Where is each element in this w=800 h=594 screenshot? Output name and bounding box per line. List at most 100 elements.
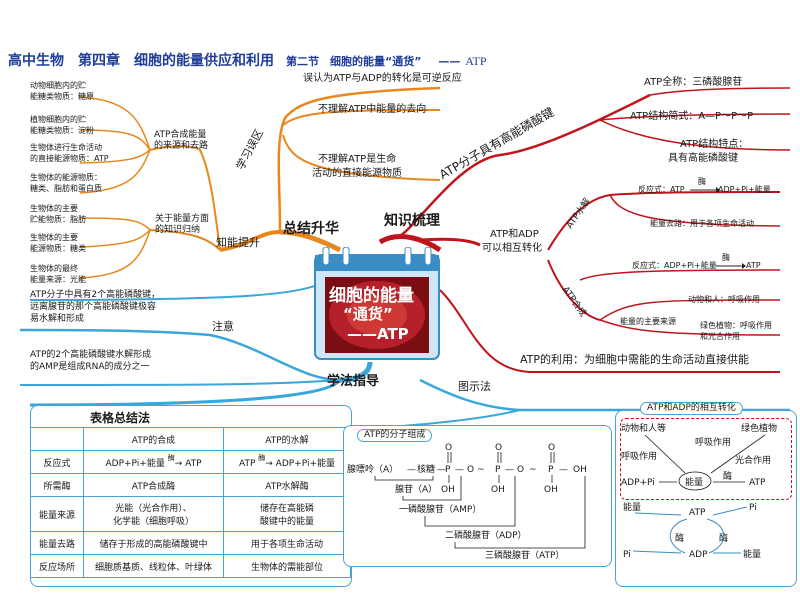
kn-plant-1: 绿色植物：呼吸作用 [700,321,772,330]
kb-item-7a: 生物体的最终 [30,264,78,273]
syn-arrow-icon [716,263,746,269]
table-row: 反应式 ADP+Pi+能量 酶→ ATP ATP 酶→ ADP+Pi+能量 [30,450,351,474]
o-top-1: O [445,443,452,453]
energy-hyd-line1: 储存在高能磷 [259,504,314,514]
table-title: 表格总结法 [90,411,151,425]
kn-interconvert-2: 可以相互转化 [482,243,542,254]
table-syn-reactants: ADP+Pi+能量 [105,458,165,469]
summary-table: ATP的合成 ATP的水解 反应式 ADP+Pi+能量 酶→ ATP ATP 酶… [30,427,351,578]
kn-syn-source: 能量的主要来源 [620,317,676,326]
kn-hyd-eq: 反应式：ATP [638,185,685,194]
table-syn-product: ATP [185,458,202,469]
o-top-2: O [495,443,502,453]
energy-source-line2: 化学能（细胞呼吸） [112,517,194,527]
atp-synth-label-1: ATP合成能量 [154,130,207,140]
kb-item-3a: 生物体进行生命活动 [30,143,102,152]
kb-item-1b: 能糖类物质：糖原 [30,92,94,101]
atp-mol-label: 三磷酸腺苷（ATP） [485,549,564,561]
table-cell: 光能（光合作用）、 化学能（细胞呼吸） [83,496,224,532]
note2-line1: ATP的2个高能磷酸键水解形成 [30,350,152,360]
table-row: 反应场所 细胞质基质、线粒体、叶绿体 生物体的需能部位 [30,554,351,578]
cycle-panel [615,410,797,587]
cycle-atp: ATP [749,478,766,488]
calendar-icon [314,246,440,360]
cycle-energy-in: 能量 [623,501,641,513]
p-1: P [445,465,451,475]
dash-3: — [455,465,464,475]
kb-item-1a: 动物细胞内的贮 [30,81,86,90]
ribose-label: 核糖 [417,463,435,475]
cycle-top-box [620,418,792,500]
oh-3: OH [544,485,558,495]
table-cell: ATP水解酶 [223,473,351,497]
energy-source-line1: 光能（光合作用）、 [115,504,192,514]
kn-syn-enzyme: 酶 [722,253,730,262]
hyd-arrow-icon [690,187,720,193]
molecule-title: ATP的分子组成 [357,429,433,442]
adenine-label: 腺嘌呤（A） [347,463,398,475]
table-cell: 能量来源 [30,496,84,532]
cycle-enz-left: 酶 [675,532,684,544]
table-syn-enzyme: 酶 [167,453,175,462]
kn-syn-eq: 反应式：ADP+Pi+能量 [632,261,717,270]
kb-item-3b: 的直接能源物质：ATP [30,154,109,163]
cycle-animal: 动物和人等 [621,422,666,434]
cycle-energy-out: 能量 [743,548,761,560]
table-row: 能量来源 光能（光合作用）、 化学能（细胞呼吸） 储存在高能磷 酸键中的能量 [30,496,351,532]
cycle-pi1: Pi [749,503,757,513]
o-bridge-1: O [467,465,474,475]
kn-animal: 动物和人：呼吸作用 [688,295,760,304]
adenosine-label: 腺苷（A） [395,483,437,495]
title-dash: —— [438,55,461,68]
table-cell: 储存于形成的高能磷酸键中 [83,531,224,555]
oh-end: OH [573,465,587,475]
table-cell: ADP+Pi+能量 酶→ ATP [83,450,224,474]
note1-line1: ATP分子中具有2个高能磷酸键， [30,290,161,300]
mistake-3a: 不理解ATP是生命 [318,154,397,165]
table-header-cell: ATP的水解 [223,427,351,451]
cycle-photo: 光合作用 [735,454,771,466]
cycle-pi2: Pi [623,550,631,560]
kb-item-6b: 能源物质：糖类 [30,244,86,253]
note2-line2: 的AMP是组成RNA的成分之一 [30,362,150,372]
mistake-2: 不理解ATP中能量的去向 [318,104,427,115]
atp-synth-label-2: 的来源和去路 [154,141,209,151]
atp-molecule-structure: O O O 腺嘌呤（A） — 核糖 — P — O ~ P — O ~ P — … [347,443,587,561]
p-3: P [548,465,554,475]
dash-1: — [407,465,416,475]
center-line3: ——ATP [347,325,409,343]
cycle-resp: 呼吸作用 [695,436,731,448]
central-topic-image: 细胞的能量 “通货” ——ATP [313,246,441,361]
note1-line3: 易水解和形成 [30,314,85,324]
kb-item-2b: 能糖类物质：淀粉 [30,126,94,135]
table-row: 能量去路 储存于形成的高能磷酸键中 用于各项生命活动 [30,531,351,555]
kb-item-2a: 植物细胞内的贮 [30,115,86,124]
table-header-cell [30,427,84,451]
kn-use: ATP的利用：为细胞中需能的生命活动直接供能 [520,353,750,366]
energy-hyd-line2: 酸键中的能量 [259,517,314,527]
branch-knowledge: 知识梳理 [384,213,440,229]
atp-adp-cycle: 动物和人等 绿色植物 呼吸作用 呼吸作用 光合作用 ADP+Pi 能量 酶 AT… [621,422,777,560]
table-row: ATP的合成 ATP的水解 [30,427,351,451]
kn-hyd-energy: 能量去路：用于各项生命活动 [650,219,754,228]
cycle-energy: 能量 [685,476,703,488]
table-row: 所需酶 ATP合成酶 ATP水解酶 [30,473,351,497]
kb-item-6a: 生物体的主要 [30,233,78,242]
branch-notes: 注意 [212,320,234,333]
kn-fullname: ATP全称：三磷酸腺苷 [644,77,743,88]
page-title: 高中生物 第四章 细胞的能量供应和利用第二节 细胞的能量“通货” —— ATP [8,50,487,70]
table-hyd-reactant: ATP [239,458,256,469]
cycle-resp2: 呼吸作用 [621,450,657,462]
cycle-adppi: ADP+Pi [621,478,655,488]
table-hyd-products: ADP+Pi+能量 [275,458,335,469]
cycle-enzyme: 酶 [723,470,732,482]
kn-feature-1: ATP结构特点： [680,139,749,150]
kn-plant-2: 和光合作用 [700,332,740,341]
branch-knowledge-boost: 知能提升 [216,236,260,249]
note1-line2: 远离腺苷的那个高能磷酸键极容 [30,302,157,312]
branch-diagram: 图示法 [458,380,491,393]
kn-interconvert-1: ATP和ADP [490,229,539,240]
tilde-2: ~ [529,465,537,475]
center-line1: 细胞的能量 [329,286,414,306]
kn-feature-2: 具有高能磷酸键 [668,153,738,164]
